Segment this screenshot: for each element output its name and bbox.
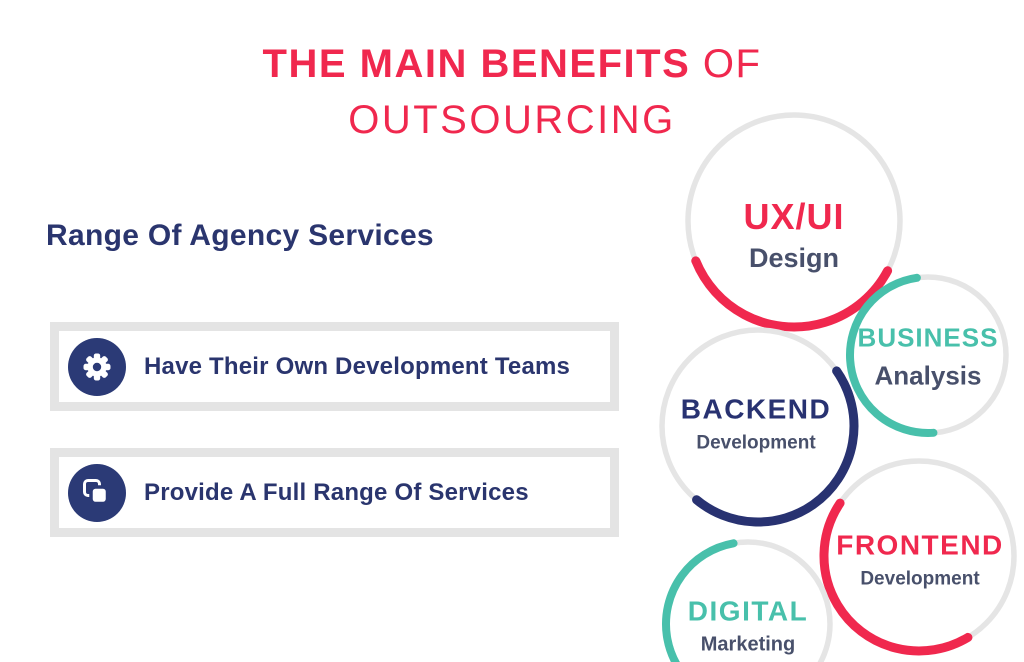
title-of-text: OF	[690, 42, 762, 86]
accent-arc	[819, 456, 1019, 656]
gear-icon-badge	[68, 337, 126, 396]
benefit-card-inner: Provide A Full Range Of Services	[59, 457, 610, 528]
service-label-frontend: FRONTEND Development	[836, 530, 1004, 591]
accent-arc	[683, 110, 905, 332]
title-line-1: THE MAIN BENEFITS OF	[0, 36, 1024, 92]
service-subtitle: Design	[748, 243, 840, 273]
benefit-label: Provide A Full Range Of Services	[144, 478, 529, 506]
service-circle-uxui	[683, 110, 905, 332]
service-circle-backend	[657, 325, 859, 527]
gear-icon	[83, 353, 111, 380]
title-bold-text: THE MAIN BENEFITS	[262, 42, 691, 86]
benefit-label: Have Their Own Development Teams	[144, 352, 571, 380]
copy-icon-badge	[68, 463, 126, 522]
service-subtitle: Marketing	[700, 633, 796, 656]
service-circle-business	[846, 273, 1011, 437]
accent-arc	[662, 538, 834, 662]
service-circle-frontend	[819, 456, 1019, 656]
service-label-digital: DIGITAL Marketing	[688, 596, 808, 657]
service-circle-digital	[662, 538, 834, 662]
benefit-card: Have Their Own Development Teams	[50, 322, 619, 411]
accent-arc	[846, 273, 1011, 437]
accent-arc	[657, 325, 859, 527]
title-line-2: OUTSOURCING	[348, 98, 676, 142]
service-title: UX/UI	[743, 196, 845, 237]
service-label-uxui: UX/UI Design	[743, 196, 844, 274]
service-title: FRONTEND	[836, 529, 1004, 561]
service-title: DIGITAL	[687, 595, 809, 627]
service-title: BUSINESS	[857, 322, 999, 353]
service-subtitle: Development	[860, 568, 980, 590]
section-heading: Range Of Agency Services	[46, 219, 434, 252]
service-subtitle: Analysis	[874, 360, 982, 391]
service-subtitle: Development	[696, 432, 816, 454]
copy-icon	[83, 478, 110, 505]
service-title: BACKEND	[680, 393, 832, 425]
service-label-business: BUSINESS Analysis	[858, 323, 999, 392]
service-label-backend: BACKEND Development	[681, 394, 832, 455]
benefit-card: Provide A Full Range Of Services	[50, 448, 619, 537]
page-title: THE MAIN BENEFITS OF OUTSOURCING	[0, 36, 1024, 148]
benefit-card-inner: Have Their Own Development Teams	[59, 331, 610, 402]
